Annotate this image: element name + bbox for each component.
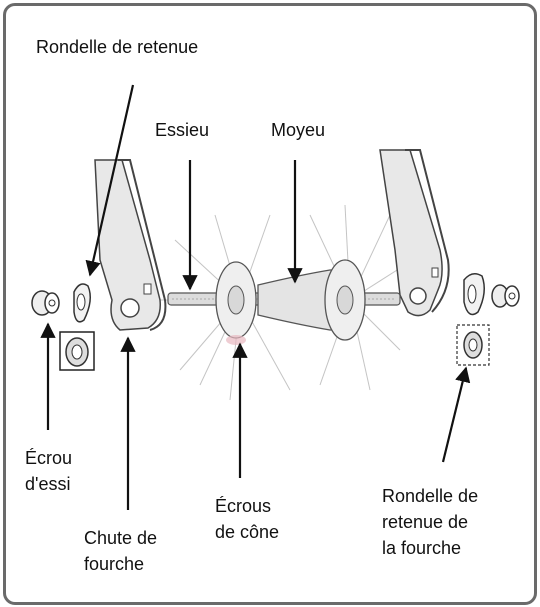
left-axle-nut bbox=[32, 291, 59, 315]
label-cone-nuts: Écrous de cône bbox=[215, 493, 279, 545]
right-retaining-washer bbox=[464, 274, 519, 315]
left-fork-blade bbox=[95, 160, 165, 330]
label-retaining-washer: Rondelle de retenue bbox=[36, 34, 198, 60]
hub-shell bbox=[216, 260, 365, 345]
label-fork-retaining-washer: Rondelle de retenue de la fourche bbox=[382, 483, 478, 561]
label-hub: Moyeu bbox=[271, 117, 325, 143]
right-fork-blade bbox=[380, 150, 449, 316]
left-cone-washer-box bbox=[60, 332, 94, 370]
label-axle-nut: Écrou d'essi bbox=[25, 445, 72, 497]
arrow-fork-retaining-washer bbox=[443, 368, 466, 462]
right-fork-washer-box bbox=[457, 325, 489, 365]
label-axle: Essieu bbox=[155, 117, 209, 143]
left-retaining-washer bbox=[74, 284, 90, 322]
label-fork-dropout: Chute de fourche bbox=[84, 525, 157, 577]
